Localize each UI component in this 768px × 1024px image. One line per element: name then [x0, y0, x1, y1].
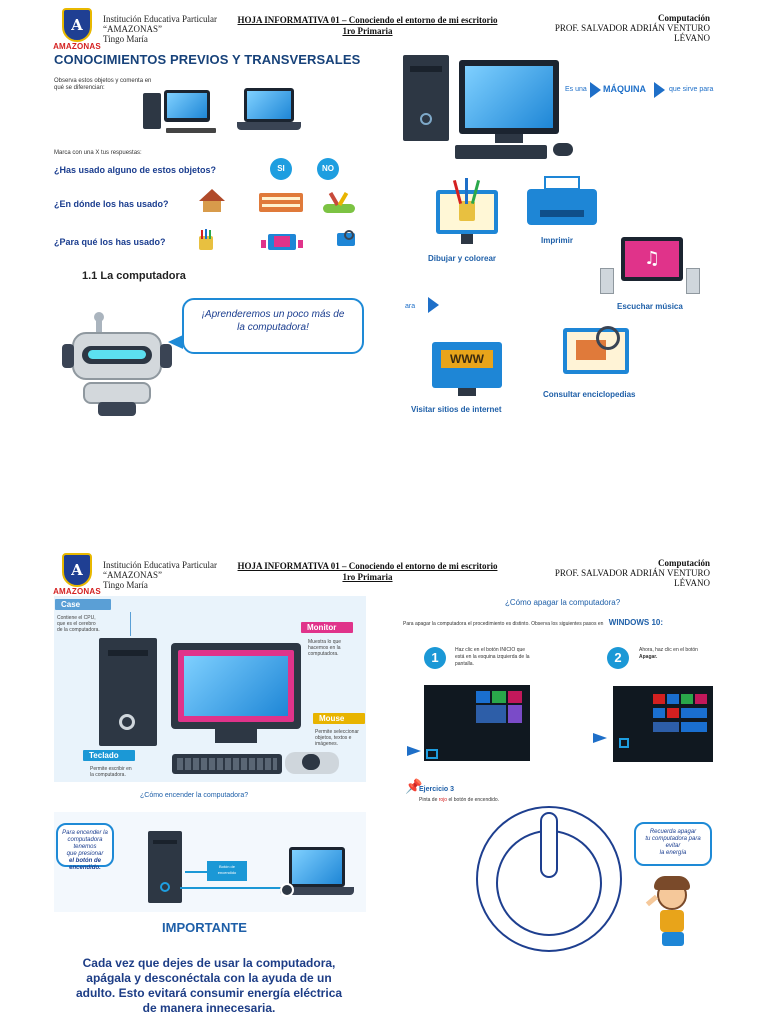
question-1: ¿Has usado alguno de estos objetos?: [54, 165, 217, 175]
sheet-title: HOJA INFORMATIVA 01 – Conociendo el ento…: [237, 561, 498, 582]
windows-shutdown-screenshot: [613, 686, 713, 762]
case-description: Contiene el CPU, que es el cerebro de la…: [57, 615, 100, 633]
turn-on-speech-bubble: Para encender la computadora tenemos que…: [56, 823, 114, 871]
no-bubble[interactable]: NO: [317, 158, 339, 180]
yes-bubble[interactable]: SI: [270, 158, 292, 180]
arrow-right-icon: [654, 82, 665, 98]
exercise-title: Ejercicio 3: [419, 786, 455, 793]
use-draw-label: Dibujar y colorear: [428, 254, 497, 263]
important-text: Cada vez que dejes de usar la computador…: [75, 956, 343, 1015]
exercise-text: Pinta de rojo el botón de encendido.: [419, 797, 500, 803]
section-computer-title: 1.1 La computadora: [82, 270, 186, 282]
step-2-text: Ahora, haz clic en el botón Apagar.: [639, 647, 698, 660]
use-print-label: Imprimir: [541, 236, 574, 245]
question-2: ¿En dónde los has usado?: [54, 199, 169, 209]
observe-instruction: Observa estos objetos y comenta en qué s…: [54, 78, 152, 91]
case-tag: Case: [55, 599, 111, 610]
step-1-number: 1: [424, 647, 446, 669]
sheet-title: HOJA INFORMATIVA 01 – Conociendo el ento…: [237, 15, 498, 36]
use-music-label: Escuchar música: [617, 302, 683, 311]
monitor-tag: Monitor: [301, 622, 353, 633]
subject-prof: Computación PROF. SALVADOR ADRIÁN VENTUR…: [554, 13, 710, 43]
robot-speech-bubble: ¡Aprenderemos un poco más de la computad…: [182, 298, 364, 354]
pin-icon: 📌: [405, 779, 423, 795]
step-2-number: 2: [607, 647, 629, 669]
school-name: Institución Educativa Particular “AMAZON…: [103, 560, 217, 590]
arrow-right-icon: [590, 82, 601, 98]
para-text: ara: [405, 303, 416, 310]
monitor-description: Muestra lo que hacemos en la computadora…: [308, 639, 342, 657]
page1-title: CONOCIMIENTOS PREVIOS Y TRANSVERSALES: [54, 52, 361, 67]
keyboard-description: Permite escribir en la computadora.: [90, 766, 132, 778]
speech-tail: [168, 335, 183, 349]
machine-word: MÁQUINA: [603, 84, 646, 94]
www-text: WWW: [441, 350, 493, 368]
arrow-right-icon: [407, 746, 421, 756]
school-logo: A AMAZONAS: [53, 8, 101, 56]
mouse-description: Permite seleccionar objetos, textos e im…: [315, 729, 359, 747]
arrow-right-icon: [428, 297, 439, 313]
subject-prof: Computación PROF. SALVADOR ADRIÁN VENTUR…: [554, 558, 710, 588]
step-1-text: Haz clic en el botón INICIO que está en …: [455, 647, 530, 667]
turn-off-intro: Para apagar la computadora el procedimie…: [403, 618, 664, 627]
sirve-para-text: que sirve para: [669, 86, 714, 93]
use-encyclopedia-label: Consultar enciclopedias: [543, 390, 636, 399]
mark-instruction: Marca con una X tus respuestas:: [54, 150, 142, 156]
keyboard-tag: Teclado: [83, 750, 135, 761]
important-title: IMPORTANTE: [162, 920, 247, 935]
es-una-text: Es una: [565, 86, 587, 93]
turn-off-title: ¿Cómo apagar la computadora?: [505, 598, 621, 607]
school-logo: A AMAZONAS: [53, 553, 101, 601]
mouse-tag: Mouse: [313, 713, 365, 724]
arrow-right-icon: [593, 733, 607, 743]
power-button-label: Botón de encendido: [207, 861, 247, 881]
question-3: ¿Para qué los has usado?: [54, 237, 166, 247]
turn-on-title: ¿Cómo encender la computadora?: [140, 792, 249, 799]
windows-start-screenshot: [424, 685, 530, 761]
use-internet-label: Visitar sitios de internet: [411, 405, 502, 414]
school-name: Institución Educativa Particular “AMAZON…: [103, 14, 217, 44]
reminder-speech-bubble: Recuerda apagar tu computadora para evit…: [634, 822, 712, 866]
